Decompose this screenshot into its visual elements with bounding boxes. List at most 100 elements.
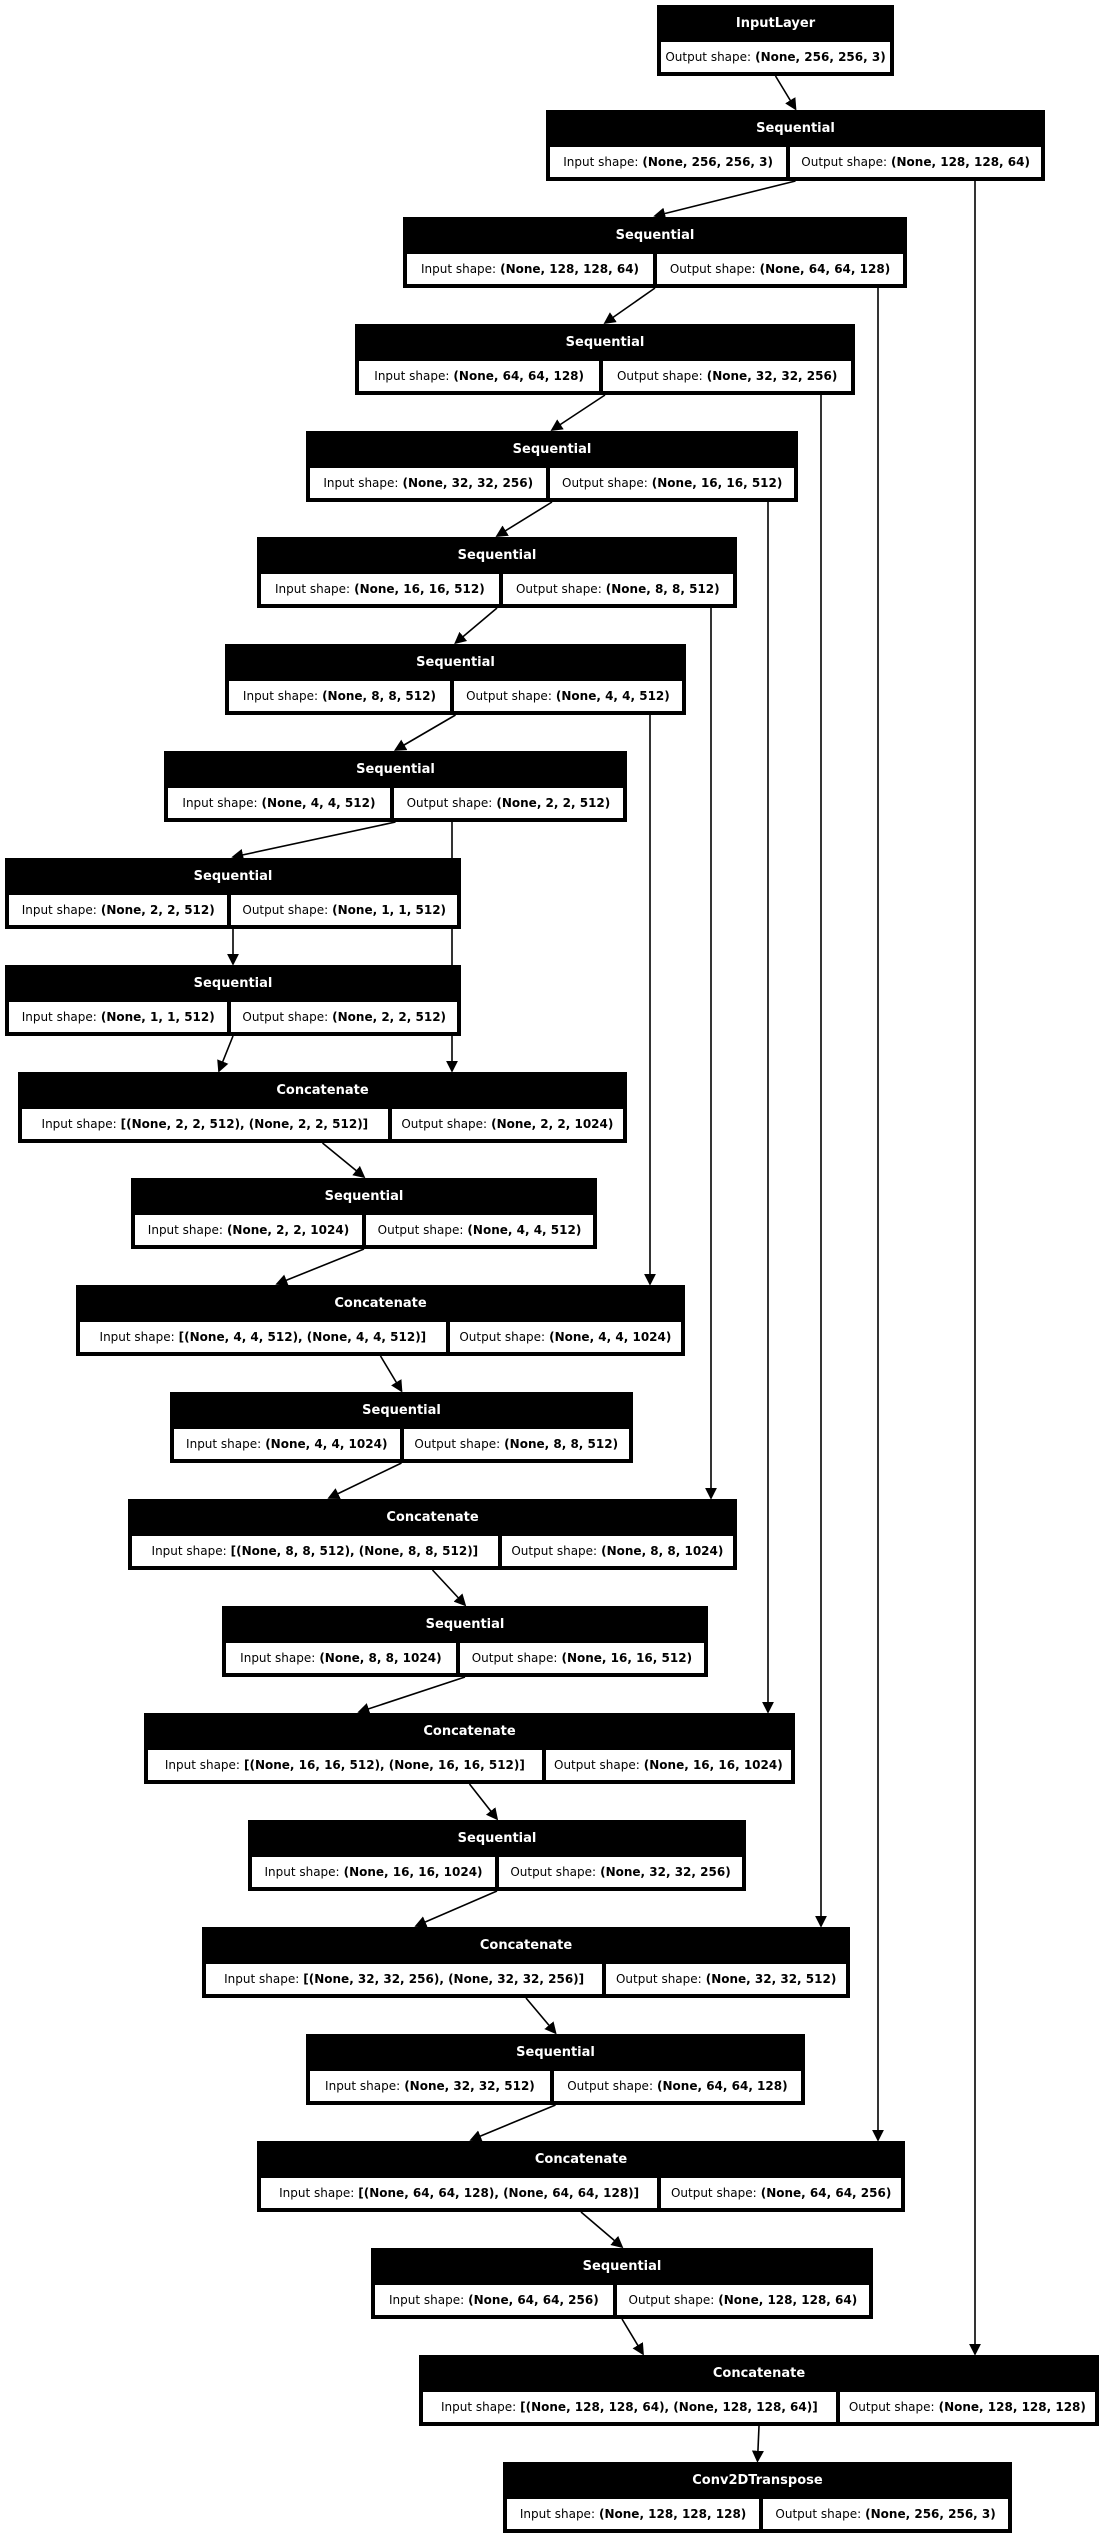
input-shape-label: Input shape:	[224, 1972, 300, 1986]
output-shape-label: Output shape:	[775, 2507, 862, 2521]
output-shape-value: (None, 32, 32, 256)	[600, 1865, 731, 1879]
edge-arrow	[550, 394, 606, 431]
output-shape-value: (None, 128, 128, 64)	[718, 2293, 858, 2307]
input-shape-cell: Input shape:(None, 1, 1, 512)	[9, 1002, 228, 1032]
output-shape-value: (None, 1, 1, 512)	[332, 903, 447, 917]
output-shape-cell: Output shape:(None, 16, 16, 512)	[459, 1643, 704, 1673]
shape-row: Input shape:(None, 2, 2, 1024) Output sh…	[132, 1215, 596, 1248]
input-shape-cell: Input shape:(None, 16, 16, 1024)	[252, 1857, 495, 1887]
shape-row: Input shape:[(None, 32, 32, 256), (None,…	[203, 1964, 849, 1997]
output-shape-cell: Output shape:(None, 256, 256, 3)	[661, 42, 890, 72]
input-shape-cell: Input shape:(None, 16, 16, 512)	[261, 574, 499, 604]
layer-node-20-concatenate: Concatenate Input shape:[(None, 64, 64, …	[257, 2141, 905, 2212]
input-shape-value: (None, 32, 32, 512)	[404, 2079, 535, 2093]
edge-arrow	[751, 2425, 764, 2463]
output-shape-value: (None, 64, 64, 128)	[759, 262, 891, 276]
output-shape-value: (None, 32, 32, 256)	[706, 369, 838, 383]
layer-node-2-sequential: Sequential Input shape:(None, 128, 128, …	[403, 217, 907, 288]
edge-arrow	[525, 1997, 557, 2035]
input-shape-label: Input shape:	[21, 903, 97, 917]
edge-arrow	[431, 1569, 467, 1607]
layer-type-title: Sequential	[756, 121, 835, 136]
input-shape-cell: Input shape:(None, 32, 32, 512)	[310, 2071, 550, 2101]
input-shape-label: Input shape:	[274, 582, 351, 596]
layer-type-title: Sequential	[615, 228, 695, 243]
layer-node-5-sequential: Sequential Input shape:(None, 16, 16, 51…	[257, 537, 737, 608]
output-shape-cell: Output shape:(None, 64, 64, 256)	[661, 2178, 901, 2208]
output-shape-label: Output shape:	[515, 582, 602, 596]
input-shape-value: (None, 2, 2, 1024)	[226, 1223, 350, 1237]
input-shape-value: (None, 4, 4, 1024)	[265, 1437, 388, 1451]
output-shape-label: Output shape:	[401, 1117, 488, 1131]
layer-node-17-sequential: Sequential Input shape:(None, 16, 16, 10…	[248, 1820, 746, 1891]
output-shape-value: (None, 4, 4, 512)	[467, 1223, 582, 1237]
output-shape-cell: Output shape:(None, 32, 32, 256)	[603, 361, 851, 391]
input-shape-label: Input shape:	[147, 1223, 223, 1237]
output-shape-label: Output shape:	[242, 1010, 329, 1024]
edge-arrow	[379, 1355, 403, 1393]
input-shape-label: Input shape:	[99, 1330, 175, 1344]
output-shape-label: Output shape:	[242, 903, 329, 917]
shape-row: Input shape:[(None, 2, 2, 512), (None, 2…	[19, 1109, 626, 1142]
shape-row: Input shape:(None, 256, 256, 3) Output s…	[547, 147, 1044, 180]
input-shape-cell: Input shape:[(None, 8, 8, 512), (None, 8…	[132, 1536, 498, 1566]
layer-node-21-sequential: Sequential Input shape:(None, 64, 64, 25…	[371, 2248, 873, 2319]
input-shape-value: (None, 2, 2, 512)	[100, 903, 215, 917]
input-shape-label: Input shape:	[242, 689, 319, 703]
shape-row: Input shape:[(None, 4, 4, 512), (None, 4…	[77, 1322, 684, 1355]
output-shape-cell: Output shape:(None, 2, 2, 1024)	[391, 1109, 623, 1139]
output-shape-label: Output shape:	[670, 2186, 757, 2200]
output-shape-value: (None, 128, 128, 64)	[891, 155, 1030, 169]
shape-row: Input shape:[(None, 64, 64, 128), (None,…	[258, 2178, 904, 2211]
edge-arrow	[217, 1035, 234, 1073]
input-shape-cell: Input shape:(None, 64, 64, 256)	[375, 2285, 613, 2315]
input-shape-label: Input shape:	[264, 1865, 340, 1879]
shape-row: Output shape:(None, 256, 256, 3)	[658, 42, 893, 75]
shape-row: Input shape:(None, 4, 4, 1024) Output sh…	[171, 1429, 632, 1462]
edge-arrow	[275, 1248, 365, 1286]
edge-arrow	[231, 821, 396, 861]
shape-row: Input shape:(None, 8, 8, 512) Output sha…	[226, 681, 685, 714]
layer-node-9-sequential: Sequential Input shape:(None, 1, 1, 512)…	[5, 965, 461, 1036]
layer-type-title: Sequential	[457, 548, 537, 563]
input-shape-cell: Input shape:(None, 32, 32, 256)	[310, 468, 547, 498]
input-shape-cell: Input shape:[(None, 32, 32, 256), (None,…	[206, 1964, 603, 1994]
layer-type-title: Concatenate	[534, 2152, 628, 2167]
input-shape-label: Input shape:	[325, 2079, 401, 2093]
layer-type-title: Concatenate	[334, 1296, 427, 1311]
output-shape-cell: Output shape:(None, 64, 64, 128)	[553, 2071, 801, 2101]
input-shape-cell: Input shape:(None, 64, 64, 128)	[359, 361, 600, 391]
output-shape-value: (None, 16, 16, 1024)	[643, 1758, 783, 1772]
layer-type-title: Sequential	[362, 1403, 441, 1418]
input-shape-value: (None, 1, 1, 512)	[100, 1010, 215, 1024]
edge-arrow	[621, 2318, 644, 2356]
output-shape-label: Output shape:	[511, 1544, 598, 1558]
input-shape-value: (None, 64, 64, 128)	[453, 369, 585, 383]
input-shape-value: [(None, 64, 64, 128), (None, 64, 64, 128…	[358, 2186, 640, 2200]
output-shape-label: Output shape:	[669, 262, 756, 276]
output-shape-label: Output shape:	[616, 369, 703, 383]
input-shape-cell: Input shape:(None, 8, 8, 1024)	[226, 1643, 456, 1673]
shape-row: Input shape:(None, 16, 16, 1024) Output …	[249, 1857, 745, 1890]
shape-row: Input shape:(None, 64, 64, 256) Output s…	[372, 2285, 872, 2318]
layer-node-12-concatenate: Concatenate Input shape:[(None, 4, 4, 51…	[76, 1285, 685, 1356]
input-shape-label: Input shape:	[440, 2400, 517, 2414]
input-shape-value: [(None, 8, 8, 512), (None, 8, 8, 512)]	[230, 1544, 479, 1558]
output-shape-value: (None, 64, 64, 128)	[657, 2079, 788, 2093]
edge-arrow	[495, 501, 553, 537]
layer-node-0-inputlayer: InputLayer Output shape:(None, 256, 256,…	[657, 5, 894, 76]
shape-row: Input shape:[(None, 128, 128, 64), (None…	[420, 2392, 1098, 2425]
input-shape-cell: Input shape:(None, 128, 128, 128)	[507, 2499, 760, 2529]
shape-row: Input shape:(None, 1, 1, 512) Output sha…	[6, 1002, 460, 1035]
input-shape-cell: Input shape:[(None, 4, 4, 512), (None, 4…	[80, 1322, 446, 1352]
layer-type-title: Sequential	[324, 1189, 404, 1204]
output-shape-cell: Output shape:(None, 8, 8, 1024)	[501, 1536, 733, 1566]
input-shape-value: (None, 128, 128, 64)	[500, 262, 640, 276]
output-shape-value: (None, 16, 16, 512)	[651, 476, 783, 490]
output-shape-label: Output shape:	[466, 689, 552, 703]
output-shape-value: (None, 256, 256, 3)	[755, 50, 886, 64]
edge-arrow	[580, 2211, 624, 2249]
output-shape-label: Output shape:	[459, 1330, 546, 1344]
input-shape-value: [(None, 128, 128, 64), (None, 128, 128, …	[520, 2400, 818, 2414]
